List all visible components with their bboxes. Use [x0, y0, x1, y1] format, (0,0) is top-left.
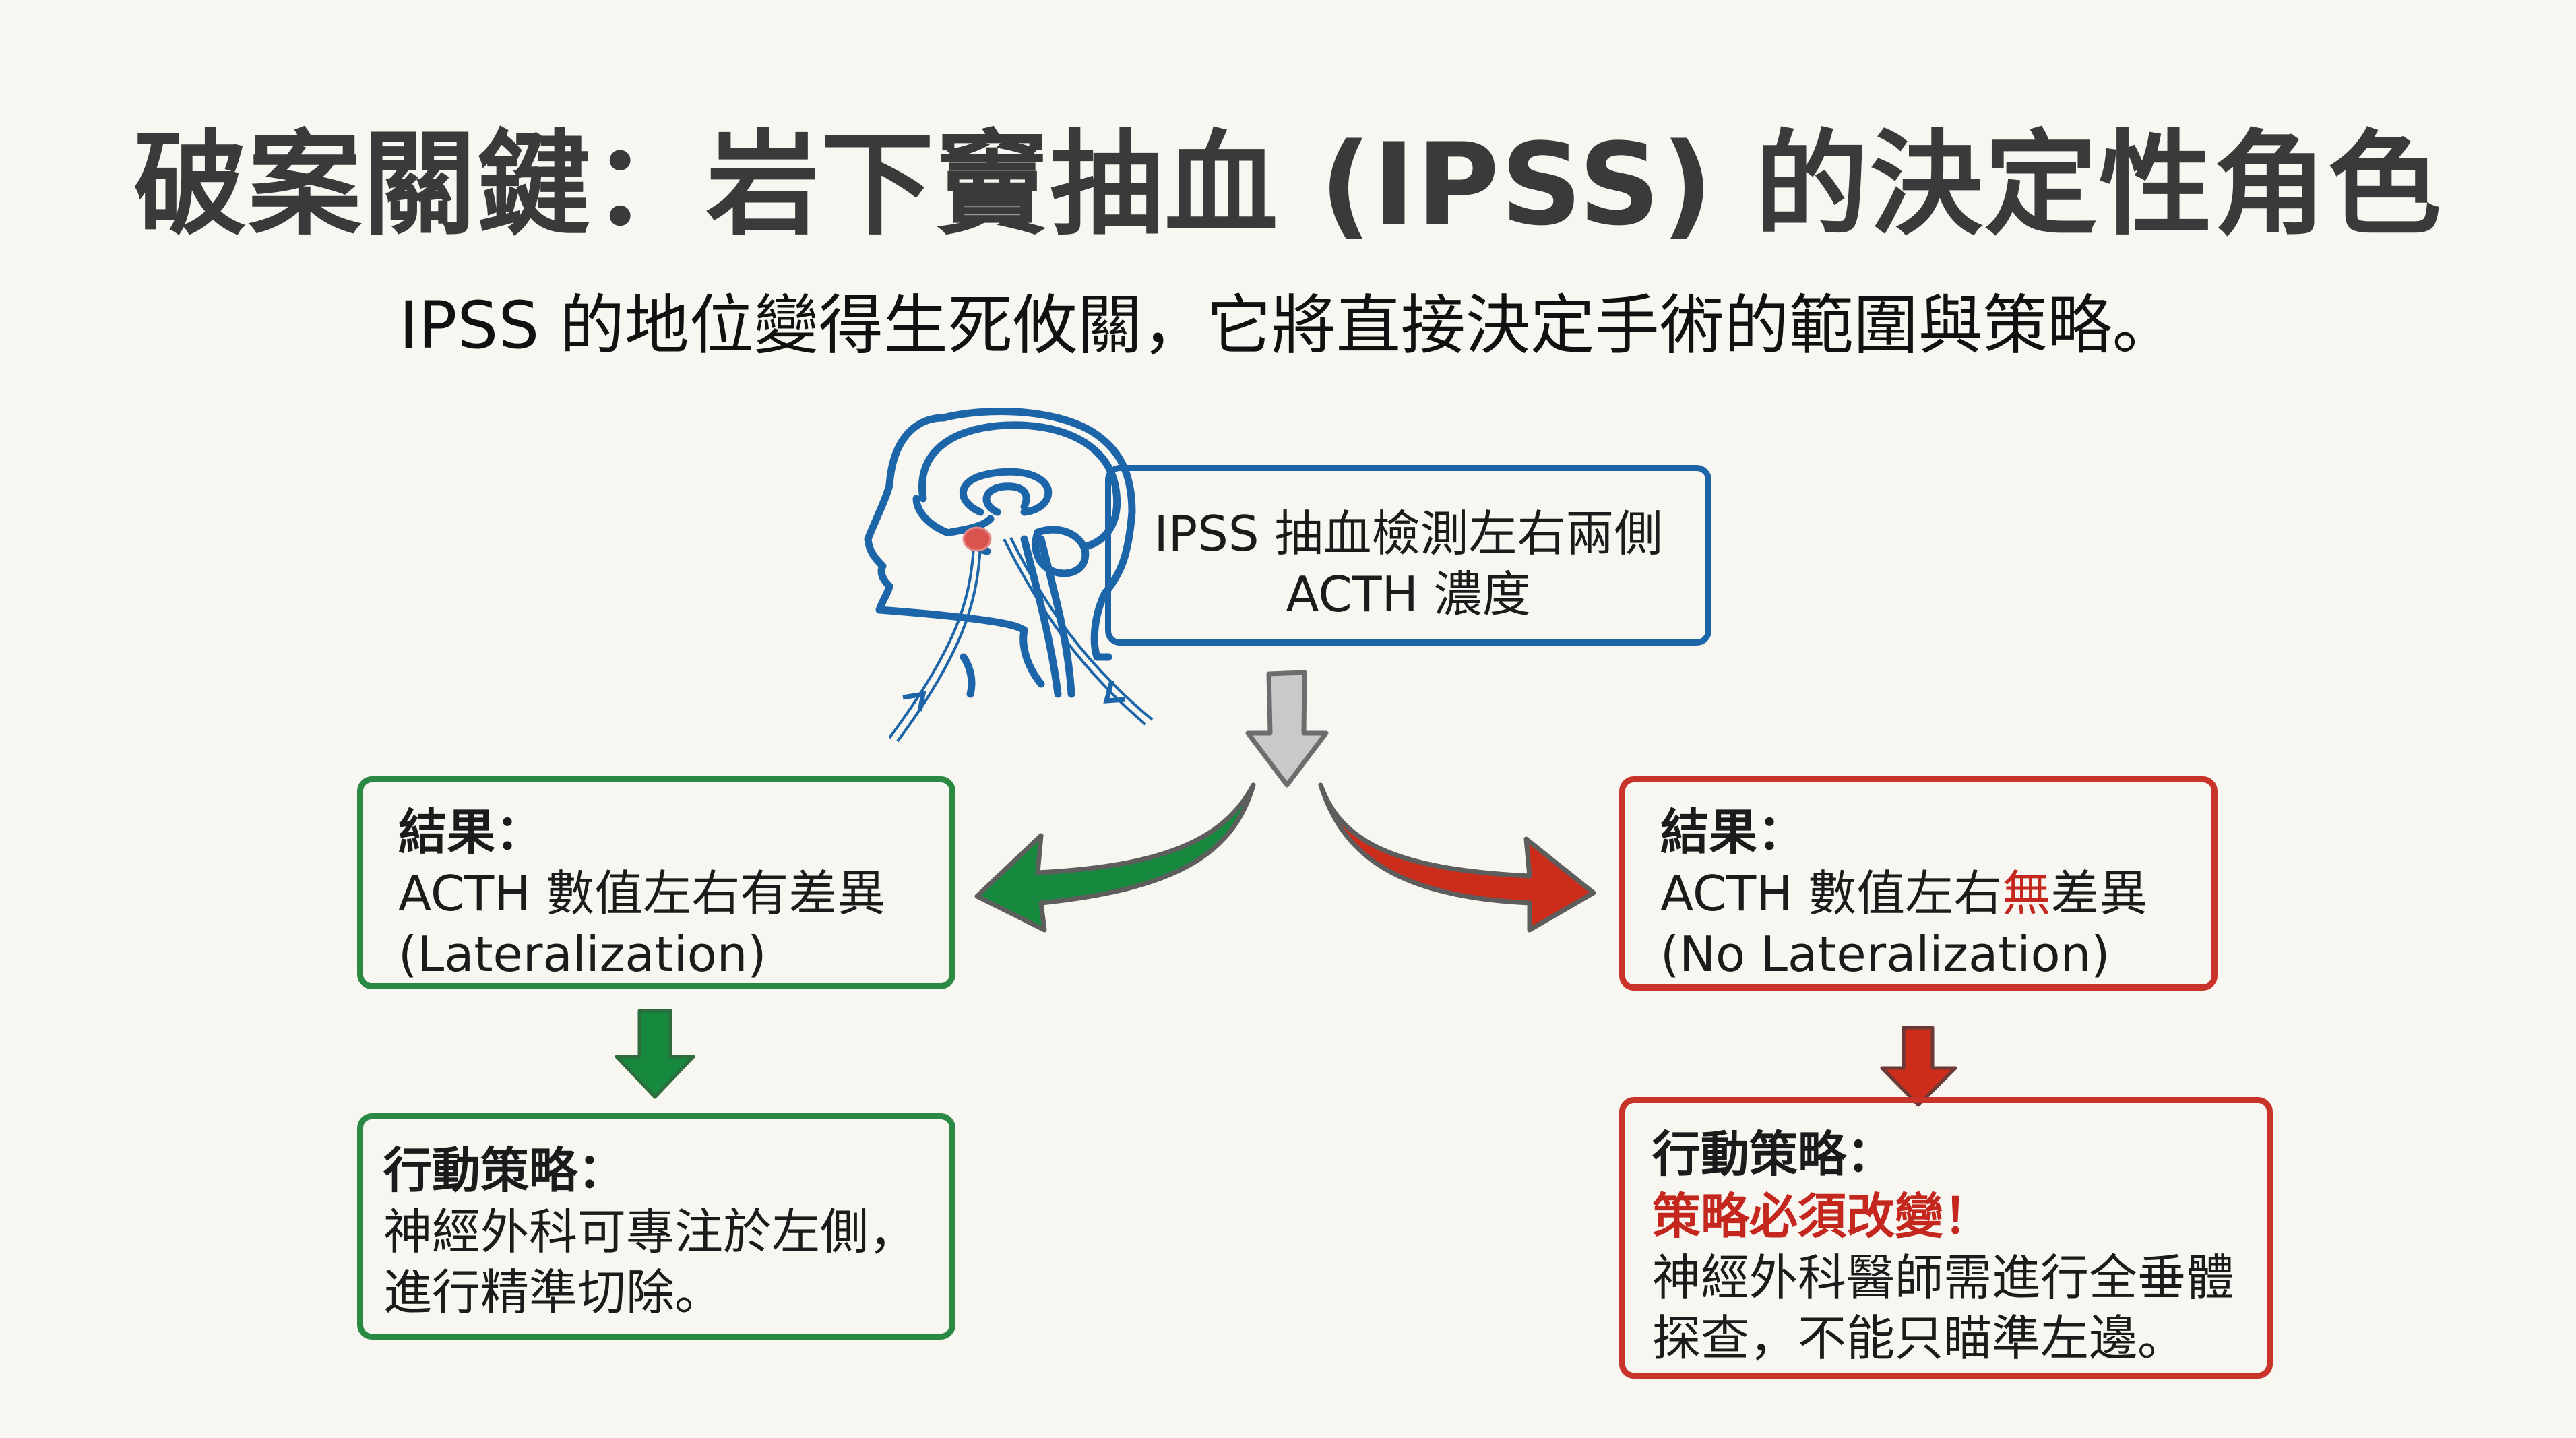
left-result-line1: ACTH 數值左右有差異 [398, 865, 886, 922]
right-action-heading: 行動策略： [1652, 1126, 1895, 1183]
left-action-line2: 進行精準切除。 [383, 1264, 724, 1321]
left-action-box: 行動策略： 神經外科可專注於左側， 進行精準切除。 [357, 1113, 955, 1340]
green-down-arrow-icon [615, 1009, 695, 1099]
right-result-heading: 結果： [1660, 804, 1807, 861]
no-difference-highlight: 無 [2002, 865, 2051, 922]
right-action-alert: 策略必須改變！ [1652, 1188, 1992, 1245]
right-result-line1-post: 差異 [2050, 865, 2148, 922]
pituitary-dot-icon [962, 526, 992, 552]
head-sagittal-brain-icon [864, 408, 1136, 698]
right-result-line1: ACTH 數值左右無差異 [1660, 863, 2176, 924]
left-result-line2: (Lateralization) [398, 926, 767, 982]
right-result-line2: (No Lateralization) [1660, 926, 2110, 982]
red-down-arrow-icon [1880, 1026, 1957, 1107]
gray-down-arrow-icon [1245, 670, 1329, 788]
right-action-box: 行動策略： 策略必須改變！ 神經外科醫師需進行全垂體 探查，不能只瞄準左邊。 [1619, 1097, 2273, 1379]
ipss-test-box: IPSS 抽血檢測左右兩側 ACTH 濃度 [1105, 465, 1711, 646]
right-action-line1: 神經外科醫師需進行全垂體 [1652, 1249, 2235, 1306]
left-action-line1: 神經外科可專注於左側， [383, 1203, 918, 1260]
left-result-box: 結果： ACTH 數值左右有差異 (Lateralization) [357, 776, 955, 989]
page-title: 破案關鍵：岩下竇抽血 (IPSS) 的決定性角色 [133, 119, 2443, 251]
left-action-heading: 行動策略： [383, 1142, 627, 1199]
green-curved-arrow-icon [974, 782, 1256, 933]
catheter-icon [888, 537, 1154, 743]
right-result-box: 結果： ACTH 數值左右無差異 (No Lateralization) [1619, 776, 2218, 991]
page-subtitle: IPSS 的地位變得生死攸關，它將直接決定手術的範圍與策略。 [399, 288, 2177, 363]
red-curved-arrow-icon [1318, 782, 1596, 933]
ipss-test-line1: IPSS 抽血檢測左右兩側 [1154, 505, 1663, 562]
right-action-line2: 探查，不能只瞄準左邊。 [1652, 1310, 2187, 1367]
right-result-line1-pre: ACTH 數值左右 [1660, 865, 2003, 922]
left-result-heading: 結果： [398, 804, 544, 861]
ipss-test-line2: ACTH 濃度 [1286, 566, 1531, 623]
